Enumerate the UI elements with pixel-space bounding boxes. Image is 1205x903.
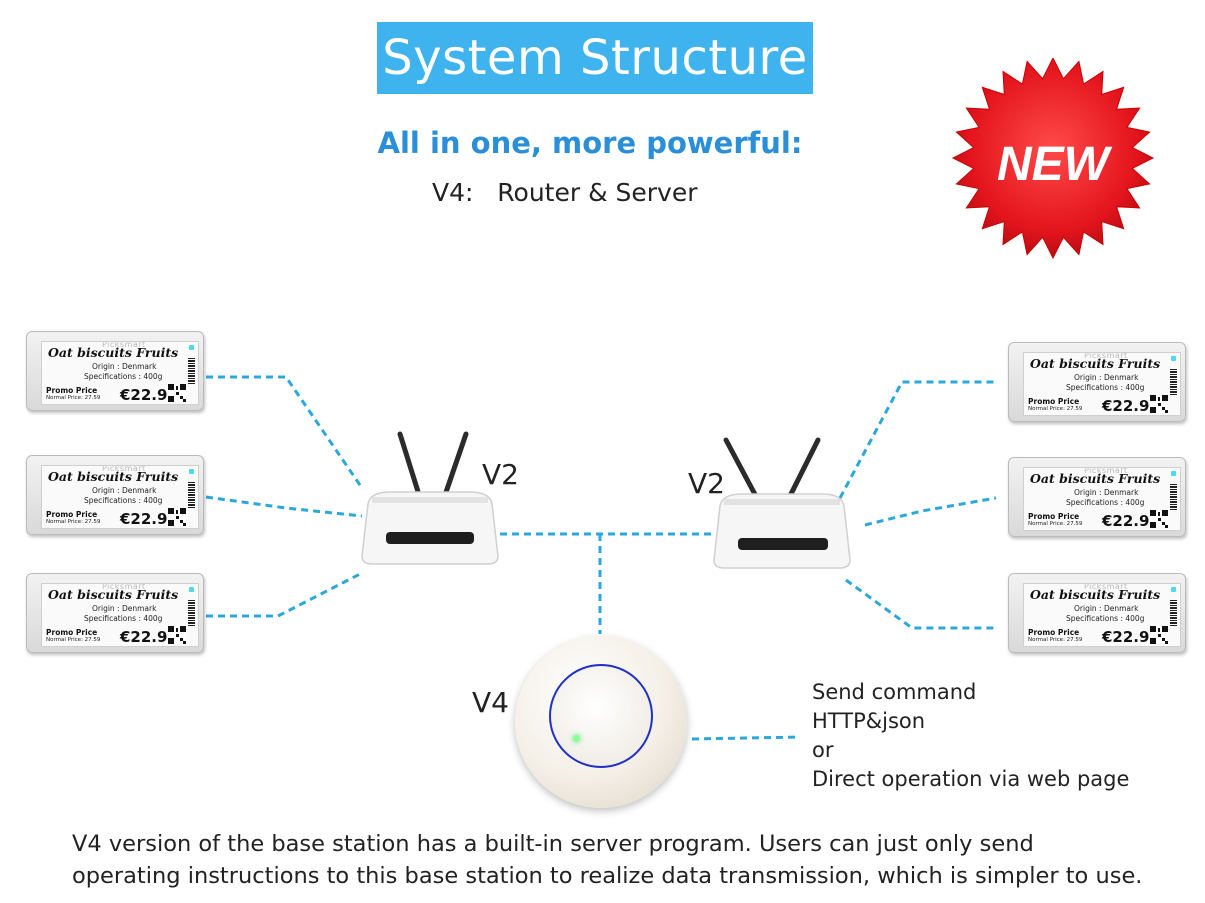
command-line: Direct operation via web page [812, 767, 1130, 791]
tag-price: €22.9 [120, 386, 168, 404]
barcode-icon [1170, 484, 1177, 510]
tag-price: €22.9 [1102, 397, 1150, 415]
command-description: Send command HTTP&json or Direct operati… [812, 678, 1129, 794]
command-line: Send command [812, 680, 977, 704]
command-line: HTTP&json [812, 709, 926, 733]
tag-promo: Promo Price [1028, 397, 1080, 406]
link-tag-right-3 [845, 578, 996, 630]
subtitle: All in one, more powerful: [377, 126, 803, 160]
barcode-icon [188, 482, 195, 508]
tag-led-icon [1171, 471, 1176, 476]
command-line: or [812, 738, 834, 762]
tag-led-icon [1171, 587, 1176, 592]
router-v2-left-icon [361, 431, 499, 565]
esl-tag-left-2: Picksmart Oat biscuits Fruits Origin : D… [26, 455, 204, 535]
tag-origin: Origin : Denmark [92, 604, 157, 613]
link-tag-left-2 [205, 495, 363, 518]
barcode-icon [1170, 369, 1177, 395]
esl-tag-right-1: Picksmart Oat biscuits Fruits Origin : D… [1008, 342, 1186, 422]
tag-led-icon [1171, 356, 1176, 361]
tag-price: €22.9 [1102, 512, 1150, 530]
tag-promo: Promo Price [1028, 512, 1080, 521]
tag-product: Oat biscuits Fruits [48, 469, 179, 484]
tag-spec: Specifications : 400g [1066, 383, 1145, 392]
tag-spec: Specifications : 400g [1066, 614, 1145, 623]
tag-origin: Origin : Denmark [92, 362, 157, 371]
v4-led-icon [573, 735, 580, 742]
tag-product: Oat biscuits Fruits [1030, 471, 1161, 486]
tag-led-icon [189, 587, 194, 592]
esl-tag-right-2: Picksmart Oat biscuits Fruits Origin : D… [1008, 457, 1186, 537]
esl-tag-left-1: Picksmart Oat biscuits Fruits Origin : D… [26, 331, 204, 411]
tag-promo: Promo Price [1028, 628, 1080, 637]
link-tag-left-3 [206, 571, 363, 618]
barcode-icon [1170, 600, 1177, 626]
tag-price: €22.9 [120, 628, 168, 646]
esl-tag-left-3: Picksmart Oat biscuits Fruits Origin : D… [26, 573, 204, 653]
router-v2-right-icon [713, 437, 851, 569]
tag-normal-price: Normal Price: 27.59 [1028, 521, 1083, 527]
link-v4-to-command [691, 735, 801, 741]
link-tag-right-2 [864, 496, 997, 527]
tag-normal-price: Normal Price: 27.59 [46, 637, 101, 643]
tag-origin: Origin : Denmark [1074, 604, 1139, 613]
version-line: V4: Router & Server [432, 178, 698, 207]
tag-brand: Picksmart [1084, 467, 1128, 475]
description-line: operating instructions to this base stat… [72, 863, 1143, 889]
tag-brand: Picksmart [102, 465, 146, 473]
tag-spec: Specifications : 400g [84, 496, 163, 505]
tag-spec: Specifications : 400g [84, 614, 163, 623]
link-tag-left-1 [206, 375, 364, 489]
tag-origin: Origin : Denmark [1074, 488, 1139, 497]
tag-normal-price: Normal Price: 27.59 [46, 395, 101, 401]
tag-spec: Specifications : 400g [84, 372, 163, 381]
footer-description: V4 version of the base station has a bui… [72, 828, 1197, 892]
qr-code-icon [168, 508, 186, 526]
label-v2-left: V2 [482, 458, 519, 491]
qr-code-icon [168, 626, 186, 644]
tag-led-icon [189, 345, 194, 350]
qr-code-icon [1150, 626, 1168, 644]
v4-base-station-icon [515, 636, 687, 808]
tag-normal-price: Normal Price: 27.59 [1028, 406, 1083, 412]
tag-origin: Origin : Denmark [92, 486, 157, 495]
tag-brand: Picksmart [102, 341, 146, 349]
tag-brand: Picksmart [1084, 352, 1128, 360]
esl-tag-right-3: Picksmart Oat biscuits Fruits Origin : D… [1008, 573, 1186, 653]
barcode-icon [188, 600, 195, 626]
tag-product: Oat biscuits Fruits [48, 587, 179, 602]
qr-code-icon [168, 384, 186, 402]
new-badge-icon: NEW [951, 58, 1155, 260]
tag-promo: Promo Price [46, 628, 98, 637]
tag-product: Oat biscuits Fruits [1030, 587, 1161, 602]
page-title: System Structure [377, 22, 813, 94]
tag-brand: Picksmart [102, 583, 146, 591]
qr-code-icon [1150, 510, 1168, 528]
label-v4: V4 [472, 686, 509, 719]
tag-product: Oat biscuits Fruits [48, 345, 179, 360]
tag-spec: Specifications : 400g [1066, 498, 1145, 507]
tag-origin: Origin : Denmark [1074, 373, 1139, 382]
tag-normal-price: Normal Price: 27.59 [1028, 637, 1083, 643]
v4-ring [549, 664, 653, 768]
tag-promo: Promo Price [46, 510, 98, 519]
link-tag-right-1 [838, 380, 996, 499]
new-badge-text: NEW [997, 138, 1113, 191]
tag-brand: Picksmart [1084, 583, 1128, 591]
description-line: V4 version of the base station has a bui… [72, 831, 1034, 857]
qr-code-icon [1150, 395, 1168, 413]
tag-product: Oat biscuits Fruits [1030, 356, 1161, 371]
tag-price: €22.9 [120, 510, 168, 528]
tag-promo: Promo Price [46, 386, 98, 395]
tag-led-icon [189, 469, 194, 474]
barcode-icon [188, 358, 195, 384]
tag-normal-price: Normal Price: 27.59 [46, 519, 101, 525]
tag-price: €22.9 [1102, 628, 1150, 646]
label-v2-right: V2 [688, 467, 725, 500]
